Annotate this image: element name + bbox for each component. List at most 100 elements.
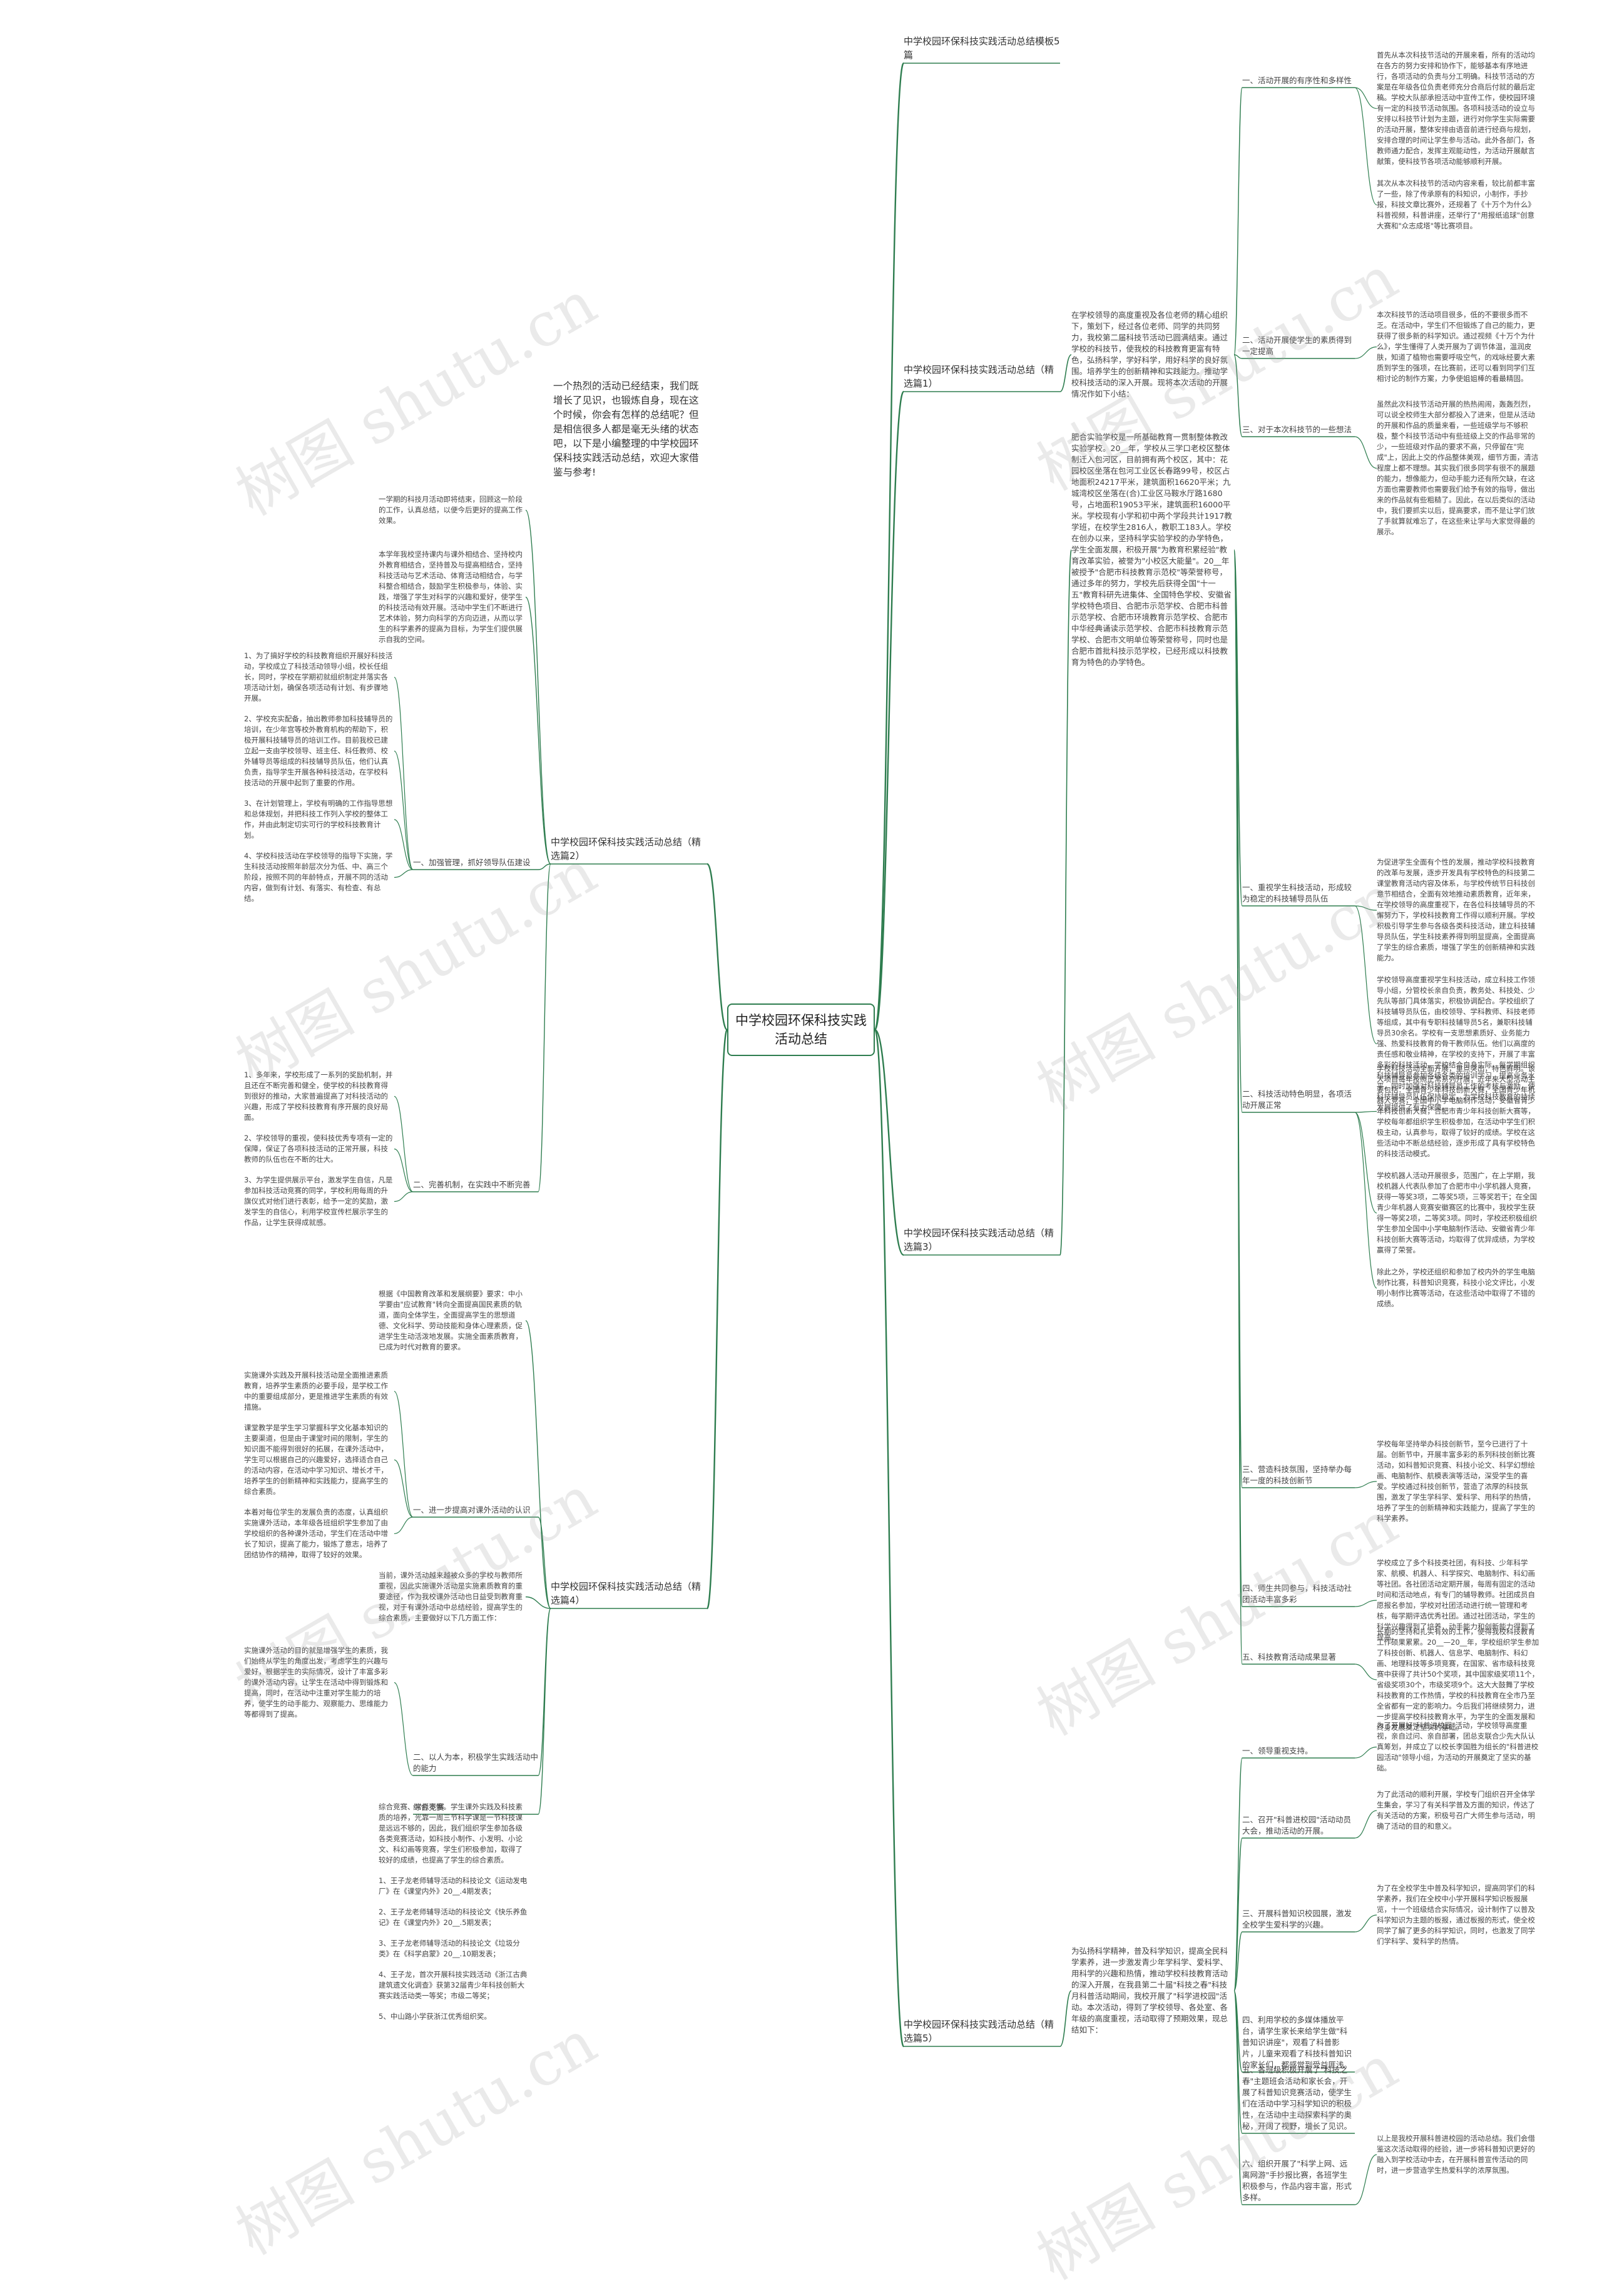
r2-item-1-2[interactable]: 除此之外，学校还组织和参加了校内外的学生电脑制作比赛，科普知识竞赛，科技小论文评… [1377, 1267, 1535, 1308]
r3-label-5[interactable]: 六、组织开展了"科学上网、远离网游"手抄报比赛，各班学生积极参与，作品内容丰富，… [1242, 2159, 1352, 2202]
left-text-a-1[interactable]: 根据《中国教育改革和发展纲要》要求：中小学要由"应试教育"转向全面提高国民素质的… [379, 1289, 523, 1351]
item-connector [1354, 1110, 1377, 1113]
r2-label-4[interactable]: 五、科技教育活动成果显著 [1242, 1652, 1337, 1662]
label-connector [538, 1516, 551, 1609]
item-connector [394, 1459, 414, 1518]
item-connector [1354, 436, 1377, 469]
item-connector [394, 1148, 414, 1192]
l0-item-0-2[interactable]: 3、在计划管理上，学校有明确的工作指导思想和总体规划，并把科技工作列入学校的整体… [244, 799, 393, 840]
root-connector [706, 863, 728, 1031]
branch-left-0[interactable]: 中学校园环保科技实践活动总结（精选篇2） [551, 836, 702, 861]
label-connector [1233, 87, 1243, 355]
item-connector [394, 1095, 414, 1192]
branch-right-3[interactable]: 中学校园环保科技实践活动总结（精选篇5） [904, 2019, 1054, 2044]
l1-label-2[interactable]: 综合竞赛 [413, 1802, 445, 1812]
r3-item-5-0[interactable]: 以上是我校开展科普进校园的活动总结。我们会借鉴这次活动取得的经验，进一步将科普知… [1377, 2134, 1535, 2175]
l1-item-2-3[interactable]: 3、王子龙老师辅导活动的科技论文《垃圾分类》在《科学启蒙》20__.10期发表； [379, 1939, 520, 1958]
label-connector [1233, 354, 1243, 437]
r2-label-3[interactable]: 四、师生共同参与，科技活动社团活动丰富多彩 [1242, 1583, 1352, 1604]
item-connector [1354, 1746, 1377, 1759]
item-connector [1354, 87, 1377, 206]
r1-label-0[interactable]: 一、活动开展的有序性和多样性 [1242, 76, 1352, 85]
l0-label-1[interactable]: 二、完善机制，在实践中不断完善 [413, 1180, 531, 1189]
left-text-b-1[interactable]: 当前，课外活动越来越被众多的学校与教师所重视，因此实施课外活动是实施素质教育的重… [379, 1571, 523, 1622]
l0-item-0-3[interactable]: 4、学校科技活动在学校领导的指导下实施，学生科技活动按照年龄层次分为低、中、高三… [244, 851, 393, 903]
r2-item-4-0[interactable]: 长期的坚持和扎实有效的工作，使得我校科技教育工作硕果累累。20__—20__年，… [1377, 1627, 1539, 1732]
left-text-b-0[interactable]: 本学年我校坚持课内与课外相结合、坚持校内外教育相结合，坚持普及与提高相结合，坚持… [379, 550, 523, 644]
r3-label-2[interactable]: 三、开展科普知识校园展，激发全校学生爱科学的兴趣。 [1242, 1909, 1352, 1929]
r2-item-1-1[interactable]: 学校机器人活动开展很多，范围广，在上学期，我校机器人代表队参加了合肥市中小学机器… [1377, 1171, 1538, 1254]
label-connector [1233, 1931, 1243, 1991]
l0-item-1-0[interactable]: 1、多年来，学校形成了一系列的奖励机制，并且还在不断完善和健全，使学校的科技教育… [244, 1070, 393, 1122]
root-connector [874, 1029, 904, 1256]
label-connector [1233, 1837, 1243, 1991]
item-connector [394, 750, 414, 870]
text-connector [1059, 1990, 1072, 2047]
branch-right-0[interactable]: 中学校园环保科技实践活动总结模板5篇 [904, 36, 1060, 61]
l1-item-2-0[interactable]: 综合竞赛、常抓不懈。学生课外实践及科技素质的培养，光靠一周三节科学课是一节科技课… [379, 1802, 523, 1864]
r1-item-0-1[interactable]: 其次从本次科技节的活动内容来看，较比前都丰富了一些，除了传承原有的科知识，小制作… [1377, 179, 1535, 230]
r1-label-2[interactable]: 三、对于本次科技节的一些想法 [1242, 425, 1352, 434]
left-text-a-0[interactable]: 一学期的科技月活动即将结束，回顾这一阶段的工作，认真总结，以便今后更好的提高工作… [379, 495, 523, 525]
item-connector [1354, 1112, 1377, 1289]
item-connector [1354, 905, 1377, 1045]
r3-item-0-0[interactable]: 为了开展好"科普进校园"活动，学校领导高度重视，亲自过问、亲自部署，团总支联合少… [1377, 1721, 1539, 1772]
branch-left-1[interactable]: 中学校园环保科技实践活动总结（精选篇4） [551, 1581, 702, 1606]
r2-item-0-0[interactable]: 为促进学生全面有个性的发展，推动学校科技教育的改革与发展，逐步开发具有学校特色的… [1377, 858, 1535, 962]
l1-item-0-1[interactable]: 课堂教学是学生学习掌握科学文化基本知识的主要渠道，但是由于课堂时间的限制，学生的… [244, 1423, 388, 1496]
root-connector [874, 62, 905, 1031]
l1-item-2-1[interactable]: 1、王子龙老师辅导活动的科技论文《运动发电厂》在《课堂内外》20__.4期发表； [379, 1876, 528, 1896]
l1-item-2-5[interactable]: 5、中山路小学获浙江优秀组织奖。 [379, 2012, 491, 2021]
l1-item-2-2[interactable]: 2、王子龙老师辅导活动的科技论文《快乐养鱼记》在《课堂内外》20__.5期发表； [379, 1907, 528, 1927]
intro-text: 一个热烈的活动已经结束，我们既增长了见识，也锻炼自身，现在这个时候，你会有怎样的… [553, 380, 699, 478]
text-connector [525, 509, 551, 865]
l0-item-1-1[interactable]: 2、学校领导的重视，使科技优秀专项有一定的保障，保证了各项科技活动的正常开展，科… [244, 1134, 393, 1164]
l0-item-0-1[interactable]: 2、学校充实配备，抽出教师参加科技辅导员的培训，在少年宫等校外教育机构的帮助下，… [244, 714, 393, 787]
l0-item-1-2[interactable]: 3、为学生提供展示平台，激发学生自信，凡是参加科技活动竞赛的同学，学校利用每周的… [244, 1176, 393, 1227]
r2-label-1[interactable]: 二、科技活动特色明显，各项活动开展正常 [1242, 1089, 1352, 1110]
r1-item-1-0[interactable]: 本次科技节的活动项目很多，低的不要很多而不乏。在活动中，学生们不但锻炼了自己的能… [1377, 310, 1535, 383]
branch-text-2[interactable]: 肥合实验学校是一所基础教育一贯制整体教改实验学校。20__年，学校从三学口老校区… [1071, 432, 1232, 667]
item-connector [394, 1391, 414, 1518]
l1-label-1[interactable]: 二、以人为本，积极学生实践活动中的能力 [413, 1752, 539, 1773]
item-connector [394, 1516, 414, 1535]
r1-label-1[interactable]: 二、活动开展使学生的素质得到一定提高 [1242, 335, 1352, 356]
r2-item-0-1[interactable]: 学校领导高度重视学生科技活动，成立科技工作领导小组，分管校长亲自负责，教务处、科… [1377, 975, 1535, 1112]
item-connector [1354, 1664, 1377, 1680]
item-connector [394, 819, 414, 870]
r3-label-3[interactable]: 四、利用学校的多媒体播放平台，请学生家长来给学生做"科普知识讲座"，观看了科普影… [1242, 2015, 1352, 2070]
text-connector [1059, 549, 1072, 1256]
branch-text-3[interactable]: 为弘扬科学精神，普及科学知识，提高全民科学素养，进一步激发青少年学科学、爱科学、… [1071, 1946, 1228, 2034]
l1-item-0-2[interactable]: 本着对每位学生的发展负责的态度，认真组织实施课外活动，本年级各班组织学生参加了由… [244, 1508, 388, 1559]
root-topic[interactable]: 中学校园环保科技实践活动总结 [727, 1003, 875, 1056]
r2-item-2-0[interactable]: 学校每年坚持举办科技创新节，至今已进行了十届。创新节中，开展丰富多彩的系列科技创… [1377, 1440, 1535, 1523]
r3-item-2-0[interactable]: 为了在全校学生中普及科学知识，提高同学们的科学素养，我们在全校中小学开展科学知识… [1377, 1884, 1535, 1946]
item-connector [1354, 1810, 1377, 1839]
label-connector [538, 863, 551, 870]
r3-item-1-0[interactable]: 为了此活动的顺利开展，学校专门组织召开全体学生集会，学习了有关科学普及方面的知识… [1377, 1790, 1535, 1831]
l1-item-0-0[interactable]: 实施课外实践及开展科技活动是全面推进素质教育，培养学生素质的必要手段，是学校工作… [244, 1371, 388, 1411]
branch-right-2[interactable]: 中学校园环保科技实践活动总结（精选篇3） [904, 1227, 1054, 1252]
r3-label-1[interactable]: 二、召开"科普进校园"活动动员大会，推动活动的开展。 [1242, 1815, 1351, 1836]
r2-label-0[interactable]: 一、重视学生科技活动，形成较为稳定的科技辅导员队伍 [1242, 883, 1352, 903]
branch-text-1[interactable]: 在学校领导的高度重视及各位老师的精心组织下，策划下，经过各位老师、同学的共同努力… [1071, 310, 1228, 399]
r1-item-0-0[interactable]: 首先从本次科技节活动的开展来看，所有的活动均在各方的努力安排和协作下，能够基本有… [1377, 51, 1535, 166]
item-connector [1354, 1600, 1377, 1607]
item-connector [1354, 1112, 1377, 1214]
branch-right-1[interactable]: 中学校园环保科技实践活动总结（精选篇1） [904, 364, 1054, 389]
l0-item-0-0[interactable]: 1、为了搞好学校的科技教育组织开展好科技活动，学校成立了科技活动领导小组，校长任… [244, 651, 393, 703]
l1-label-0[interactable]: 一、进一步提高对课外活动的认识 [413, 1505, 531, 1515]
r2-label-2[interactable]: 三、营造科技氛围，坚持举办每年一度的科技创新节 [1242, 1465, 1352, 1485]
r2-item-1-0[interactable]: 学校科技活动全面开展，重点突出，特色鲜明。该大项目每年按照正常系列开展，近年来大… [1377, 1064, 1535, 1158]
item-connector [1354, 346, 1377, 359]
l1-item-2-4[interactable]: 4、王子龙，首次开展科技实践活动《浙江古典建筑遗文化调查》获第32届青少年科技创… [379, 1970, 528, 2000]
l0-label-0[interactable]: 一、加强管理，抓好领导队伍建设 [413, 858, 531, 867]
r1-item-2-0[interactable]: 虽然此次科技节活动开展的热热闹闹，轰轰烈烈，可以说全校师生大部分都投入了进来，但… [1377, 400, 1539, 536]
l1-item-1-0[interactable]: 实施课外活动的目的就是增强学生的素质，我们始终从学生的角度出发，考虑学生的兴趣与… [244, 1646, 388, 1719]
r3-label-4[interactable]: 五、各班级积极开展了"科技之春"主题班会活动和家长会，开展了科普知识竞赛活动，使… [1242, 2065, 1352, 2131]
r3-label-0[interactable]: 一、领导重视支持。 [1242, 1746, 1313, 1755]
root-connector [874, 1029, 905, 2048]
r2-item-3-0[interactable]: 学校成立了多个科技类社团，有科技、少年科学家、航模、机器人、科学探究、电脑制作、… [1377, 1558, 1535, 1642]
item-connector [1354, 1481, 1377, 1488]
